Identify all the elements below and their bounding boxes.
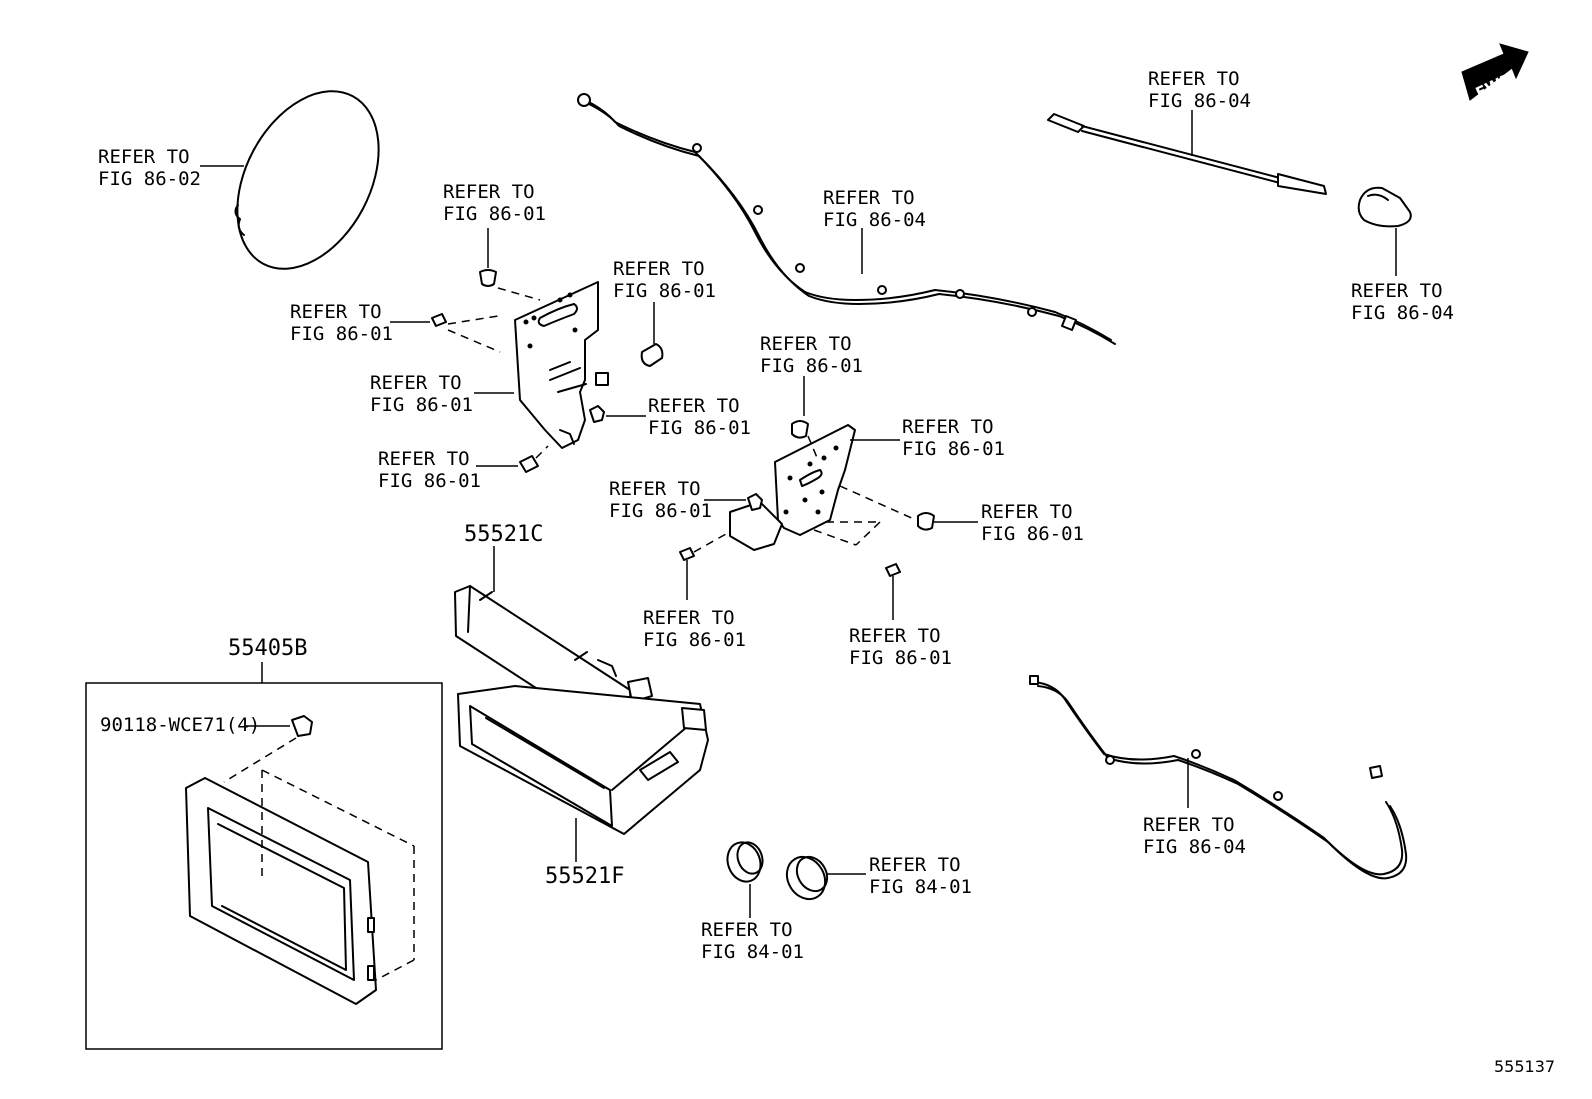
fwd-arrow-icon: FWD xyxy=(1461,43,1529,102)
collar-left[interactable] xyxy=(640,343,664,367)
svg-text:REFER TO: REFER TO xyxy=(1143,814,1235,836)
svg-text:REFER TO: REFER TO xyxy=(849,625,941,647)
antenna-cord-upper[interactable] xyxy=(577,93,1116,345)
svg-text:FIG 86-01: FIG 86-01 xyxy=(981,523,1084,545)
screw-right-left[interactable] xyxy=(679,547,695,561)
svg-text:REFER TO: REFER TO xyxy=(613,258,705,280)
callout-antenna-rod[interactable]: REFER TO FIG 86-04 xyxy=(1148,68,1251,112)
svg-text:FIG 86-04: FIG 86-04 xyxy=(823,209,926,231)
diagram-id: 555137 xyxy=(1494,1057,1555,1076)
callout-left-bracket[interactable]: REFER TO FIG 86-01 xyxy=(370,372,473,416)
svg-text:FIG 86-02: FIG 86-02 xyxy=(98,168,201,190)
callout-cap-right[interactable]: REFER TO FIG 84-01 xyxy=(869,854,972,898)
cap-right[interactable] xyxy=(779,850,833,906)
svg-text:REFER TO: REFER TO xyxy=(443,181,535,203)
callout-screw-right-lower[interactable]: REFER TO FIG 86-01 xyxy=(849,625,952,669)
part-number-55405B[interactable]: 55405B xyxy=(228,636,307,661)
svg-text:REFER TO: REFER TO xyxy=(648,395,740,417)
callout-clip-nut-top[interactable]: REFER TO FIG 86-01 xyxy=(443,181,546,225)
collar-right[interactable] xyxy=(917,512,935,531)
svg-text:REFER TO: REFER TO xyxy=(981,501,1073,523)
antenna-rod[interactable] xyxy=(1047,113,1327,195)
callout-speaker[interactable]: REFER TO FIG 86-02 xyxy=(98,146,201,190)
svg-text:REFER TO: REFER TO xyxy=(98,146,190,168)
svg-text:FIG 86-01: FIG 86-01 xyxy=(370,394,473,416)
callout-clip-nut-right-top[interactable]: REFER TO FIG 86-01 xyxy=(760,333,863,377)
callout-nut-right-small[interactable]: REFER TO FIG 86-01 xyxy=(609,478,712,522)
speaker-part[interactable] xyxy=(209,67,408,293)
callout-antenna-cord-lower[interactable]: REFER TO FIG 86-04 xyxy=(1143,814,1246,858)
svg-text:REFER TO: REFER TO xyxy=(902,416,994,438)
svg-text:REFER TO: REFER TO xyxy=(609,478,701,500)
callout-nut-left[interactable]: REFER TO FIG 86-01 xyxy=(648,395,751,439)
frame-55405B[interactable] xyxy=(185,777,377,1005)
clip-nut-right-top[interactable] xyxy=(791,420,809,439)
svg-text:FIG 86-04: FIG 86-04 xyxy=(1351,302,1454,324)
part-number-55521F[interactable]: 55521F xyxy=(545,864,624,889)
svg-text:REFER TO: REFER TO xyxy=(1148,68,1240,90)
callout-cap-left[interactable]: REFER TO FIG 84-01 xyxy=(701,919,804,963)
left-bracket[interactable] xyxy=(514,281,609,449)
nut-left[interactable] xyxy=(589,405,605,423)
svg-text:REFER TO: REFER TO xyxy=(1351,280,1443,302)
svg-text:FIG 84-01: FIG 84-01 xyxy=(869,876,972,898)
svg-text:FIG 86-01: FIG 86-01 xyxy=(902,438,1005,460)
svg-text:FIG 86-04: FIG 86-04 xyxy=(1148,90,1251,112)
screw-right-lower[interactable] xyxy=(885,563,901,577)
svg-text:REFER TO: REFER TO xyxy=(760,333,852,355)
part-55521F-pocket[interactable] xyxy=(457,685,709,835)
svg-text:REFER TO: REFER TO xyxy=(378,448,470,470)
svg-text:FIG 86-01: FIG 86-01 xyxy=(290,323,393,345)
screw-left-lower[interactable] xyxy=(519,455,539,473)
callout-antenna-base[interactable]: REFER TO FIG 86-04 xyxy=(1351,280,1454,324)
svg-text:FIG 86-01: FIG 86-01 xyxy=(443,203,546,225)
callout-collar-right[interactable]: REFER TO FIG 86-01 xyxy=(981,501,1084,545)
svg-text:REFER TO: REFER TO xyxy=(869,854,961,876)
callout-right-bracket[interactable]: REFER TO FIG 86-01 xyxy=(902,416,1005,460)
clip-90118[interactable] xyxy=(291,715,313,737)
nut-right-small[interactable] xyxy=(747,493,763,511)
svg-text:FIG 86-01: FIG 86-01 xyxy=(643,629,746,651)
callout-screw-left-upper[interactable]: REFER TO FIG 86-01 xyxy=(290,301,393,345)
svg-text:REFER TO: REFER TO xyxy=(643,607,735,629)
callout-collar-left[interactable]: REFER TO FIG 86-01 xyxy=(613,258,716,302)
right-bracket[interactable] xyxy=(729,424,856,551)
assembly-box-55405B xyxy=(85,682,443,1050)
part-number-55521C[interactable]: 55521C xyxy=(464,522,543,547)
part-number-90118[interactable]: 90118-WCE71(4) xyxy=(100,714,260,736)
svg-text:FIG 86-01: FIG 86-01 xyxy=(378,470,481,492)
callout-antenna-cord-upper[interactable]: REFER TO FIG 86-04 xyxy=(823,187,926,231)
antenna-cord-lower[interactable] xyxy=(1029,675,1408,880)
svg-text:REFER TO: REFER TO xyxy=(823,187,915,209)
svg-text:REFER TO: REFER TO xyxy=(701,919,793,941)
svg-text:FIG 86-01: FIG 86-01 xyxy=(760,355,863,377)
svg-text:FIG 86-01: FIG 86-01 xyxy=(613,280,716,302)
svg-text:FIG 86-04: FIG 86-04 xyxy=(1143,836,1246,858)
svg-text:FIG 86-01: FIG 86-01 xyxy=(609,500,712,522)
cap-left[interactable] xyxy=(722,838,767,887)
callout-screw-right-left[interactable]: REFER TO FIG 86-01 xyxy=(643,607,746,651)
svg-text:FIG 86-01: FIG 86-01 xyxy=(648,417,751,439)
callout-screw-left-lower[interactable]: REFER TO FIG 86-01 xyxy=(378,448,481,492)
clip-nut-top[interactable] xyxy=(479,269,497,287)
screw-left-upper[interactable] xyxy=(431,313,447,327)
svg-text:FIG 84-01: FIG 84-01 xyxy=(701,941,804,963)
svg-text:REFER TO: REFER TO xyxy=(370,372,462,394)
svg-text:FIG 86-01: FIG 86-01 xyxy=(849,647,952,669)
svg-text:REFER TO: REFER TO xyxy=(290,301,382,323)
antenna-base[interactable] xyxy=(1357,186,1412,228)
